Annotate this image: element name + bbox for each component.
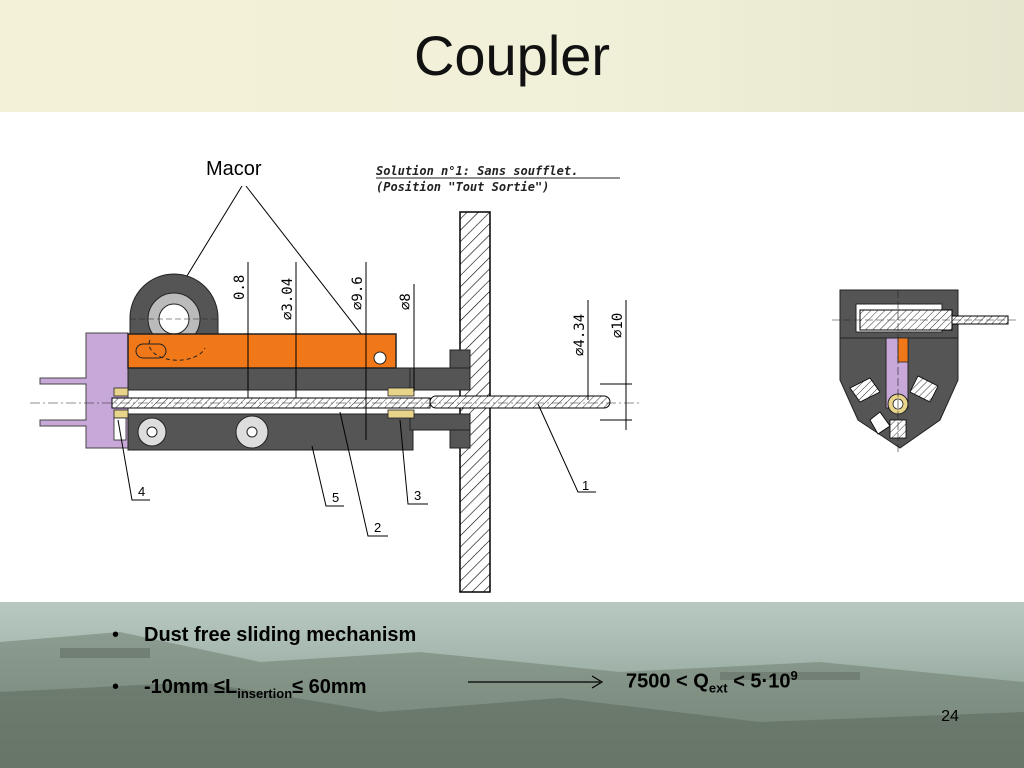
svg-text:4: 4 xyxy=(138,484,145,499)
insert-right-top xyxy=(387,387,415,397)
coupler-drawing: Solution n°1: Sans soufflet. (Position "… xyxy=(30,158,1016,593)
svg-text:0.8: 0.8 xyxy=(232,275,248,300)
svg-text:5: 5 xyxy=(332,490,339,505)
q-ext-relation: 7500 < Qext < 5·109 xyxy=(626,668,798,696)
svg-text:3: 3 xyxy=(414,488,421,503)
roller-2-hub xyxy=(246,426,258,438)
cross-section-view xyxy=(832,289,1016,452)
dimension-lines xyxy=(247,262,632,440)
drawing-note-line1: Solution n°1: Sans soufflet. xyxy=(376,164,578,178)
insert-left-top xyxy=(113,387,129,397)
bullet-text-1: Dust free sliding mechanism xyxy=(144,624,417,646)
macor-label: Macor xyxy=(206,158,262,180)
bullet-insertion-length: • -10mm ≤Linsertion≤ 60mm xyxy=(112,676,367,701)
svg-text:∅4.34: ∅4.34 xyxy=(572,314,588,356)
footer-background-art xyxy=(0,632,1024,768)
svg-text:2: 2 xyxy=(374,520,381,535)
macor-pin xyxy=(373,351,387,365)
page-number: 24 xyxy=(941,708,959,725)
macor-slot xyxy=(135,343,167,359)
part-leaders xyxy=(117,403,596,537)
header-band xyxy=(0,0,1024,112)
svg-text:∅3.04: ∅3.04 xyxy=(280,278,296,320)
clamp-upper xyxy=(449,349,471,369)
main-body-top xyxy=(127,367,414,391)
svg-text:∅10: ∅10 xyxy=(610,313,626,338)
bullet-2-suffix: ≤ 60mm xyxy=(292,676,367,698)
part-numbers: 1 2 3 4 5 xyxy=(138,478,589,535)
q-superscript: 9 xyxy=(790,668,798,683)
bullet-dust-free: • Dust free sliding mechanism xyxy=(112,624,416,647)
bullet-2-subscript: insertion xyxy=(237,686,293,701)
clamp-lower xyxy=(449,429,471,449)
q-subscript: ext xyxy=(708,680,728,696)
bullet-dot-2: • xyxy=(112,676,120,698)
q-middle: < 5·10 xyxy=(727,670,791,693)
footer-band xyxy=(0,602,1024,768)
dimension-text: 0.8 ∅3.04 ∅9.6 ∅8 ∅4.34 ∅10 xyxy=(232,275,626,356)
svg-text:∅9.6: ∅9.6 xyxy=(350,276,366,310)
arrow-right-icon xyxy=(468,675,604,689)
roller-1-hub xyxy=(146,426,158,438)
slide-title: Coupler xyxy=(413,24,611,87)
bullet-dot-1: • xyxy=(112,624,120,646)
body-step xyxy=(409,367,471,391)
bullet-2-prefix: -10mm ≤L xyxy=(144,676,238,698)
macor-part xyxy=(127,333,397,369)
q-prefix: 7500 < Q xyxy=(626,670,709,693)
drawing-note-line2: (Position "Tout Sortie") xyxy=(376,180,549,194)
main-body-bottom xyxy=(127,413,414,451)
svg-text:∅8: ∅8 xyxy=(398,293,414,310)
insert-right-bottom xyxy=(387,409,415,419)
svg-text:1: 1 xyxy=(582,478,589,493)
insert-left-bottom xyxy=(113,409,129,419)
body-step-lower xyxy=(409,413,471,431)
antenna xyxy=(429,395,611,409)
